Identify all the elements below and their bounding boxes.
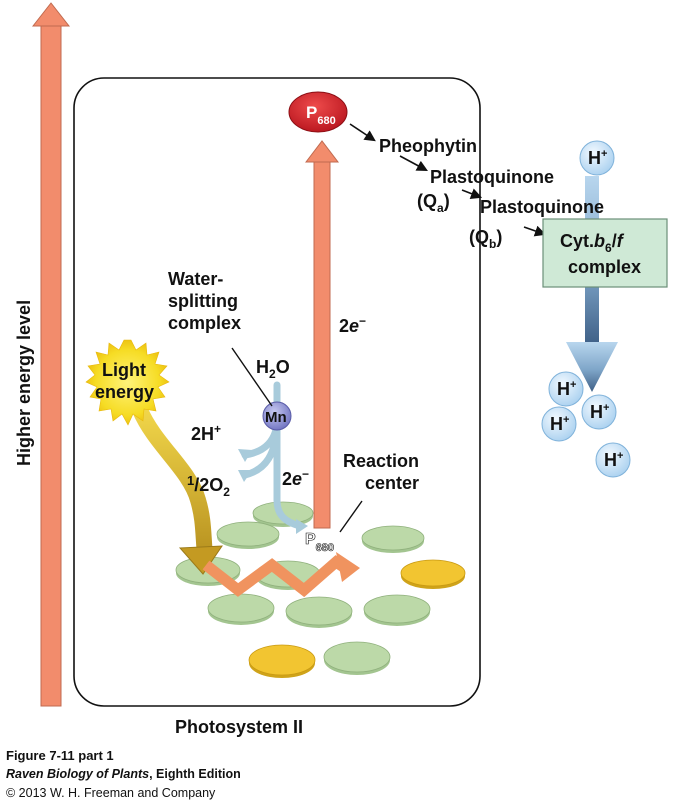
- oxygen-label: 1/2O2: [187, 473, 230, 499]
- light-energy-sun: [85, 339, 170, 426]
- oxygen-arrowhead: [238, 470, 252, 482]
- light-energy-arrowhead: [178, 545, 223, 575]
- reaction-center-pointer: [339, 500, 363, 533]
- cyt-complex-box: [542, 218, 668, 288]
- protons-label: 2H+: [191, 422, 221, 444]
- hydrogen-ion-top-label: H+: [588, 148, 607, 168]
- zigzag-arrowhead: [336, 552, 360, 582]
- disk: [400, 559, 466, 589]
- mn-label: Mn: [265, 409, 287, 426]
- water-splitting-label-2: splitting: [168, 291, 238, 311]
- p680-excited-label: P680: [306, 103, 336, 127]
- disk: [248, 644, 316, 678]
- hydrogen-ion: [548, 371, 584, 407]
- plastoquinone-b-label: Plastoquinone: [480, 197, 604, 217]
- electron-arrowhead: [296, 519, 308, 534]
- book-edition: , Eighth Edition: [149, 767, 241, 781]
- proton-arrowhead: [238, 449, 252, 462]
- disk: [361, 525, 425, 553]
- energy-transfer-zigzag: [202, 555, 352, 598]
- hydrogen-ion-label: H+: [590, 402, 609, 422]
- mn-cluster: [262, 401, 292, 431]
- disk: [363, 594, 431, 626]
- qa-label: (Qa): [417, 191, 450, 215]
- disk: [285, 596, 353, 628]
- photosystem-box: [73, 77, 481, 707]
- book-citation: Raven Biology of Plants, Eighth Edition: [6, 767, 241, 781]
- electron-excitation-arrow: [304, 140, 340, 529]
- disk: [323, 641, 391, 675]
- light-energy-path: [132, 402, 213, 563]
- thylakoid-disks: [175, 501, 466, 678]
- reaction-center-label-1: Reaction: [343, 451, 419, 471]
- hydrogen-ion-top: [579, 140, 615, 176]
- figure-caption: Figure 7-11 part 1: [6, 748, 114, 763]
- book-title: Raven Biology of Plants: [6, 767, 150, 781]
- axis-label: Higher energy level: [14, 300, 34, 466]
- energy-level-arrow: [31, 2, 71, 707]
- photosystem-label: Photosystem II: [175, 717, 303, 737]
- cyt-complex-line1: Cyt.b6/f: [560, 231, 625, 255]
- electrons-vertical-label: 2e−: [339, 314, 366, 336]
- water-splitting-label-3: complex: [168, 313, 241, 333]
- water-label: H2O: [256, 357, 290, 381]
- cyt-complex-line2: complex: [568, 257, 641, 277]
- qb-label: (Qb): [469, 227, 502, 251]
- hydrogen-ion-label: H+: [550, 414, 569, 434]
- hydrogen-ion: [595, 442, 631, 478]
- p680-reaction-label: P680: [305, 531, 334, 554]
- hydrogen-ion-label: H+: [604, 450, 623, 470]
- light-energy-label-1: Light: [102, 360, 146, 380]
- hydrogen-ion: [541, 406, 577, 442]
- disk: [216, 521, 280, 549]
- disk: [207, 593, 275, 625]
- hydrogen-ion-label: H+: [557, 379, 576, 399]
- plastoquinone-a-label: Plastoquinone: [430, 167, 554, 187]
- water-splitting-label-1: Water-: [168, 269, 223, 289]
- hydrogen-ion: [581, 394, 617, 430]
- copyright-notice: © 2013 W. H. Freeman and Company: [6, 786, 216, 800]
- electrons-split-label: 2e−: [282, 467, 309, 489]
- p680-excited: [288, 91, 348, 133]
- reaction-center-label-2: center: [365, 473, 419, 493]
- water-splitting-pointer: [231, 347, 273, 407]
- light-energy-label-2: energy: [95, 382, 154, 402]
- electron-transport-arrows: [349, 123, 547, 237]
- pheophytin-label: Pheophytin: [379, 136, 477, 156]
